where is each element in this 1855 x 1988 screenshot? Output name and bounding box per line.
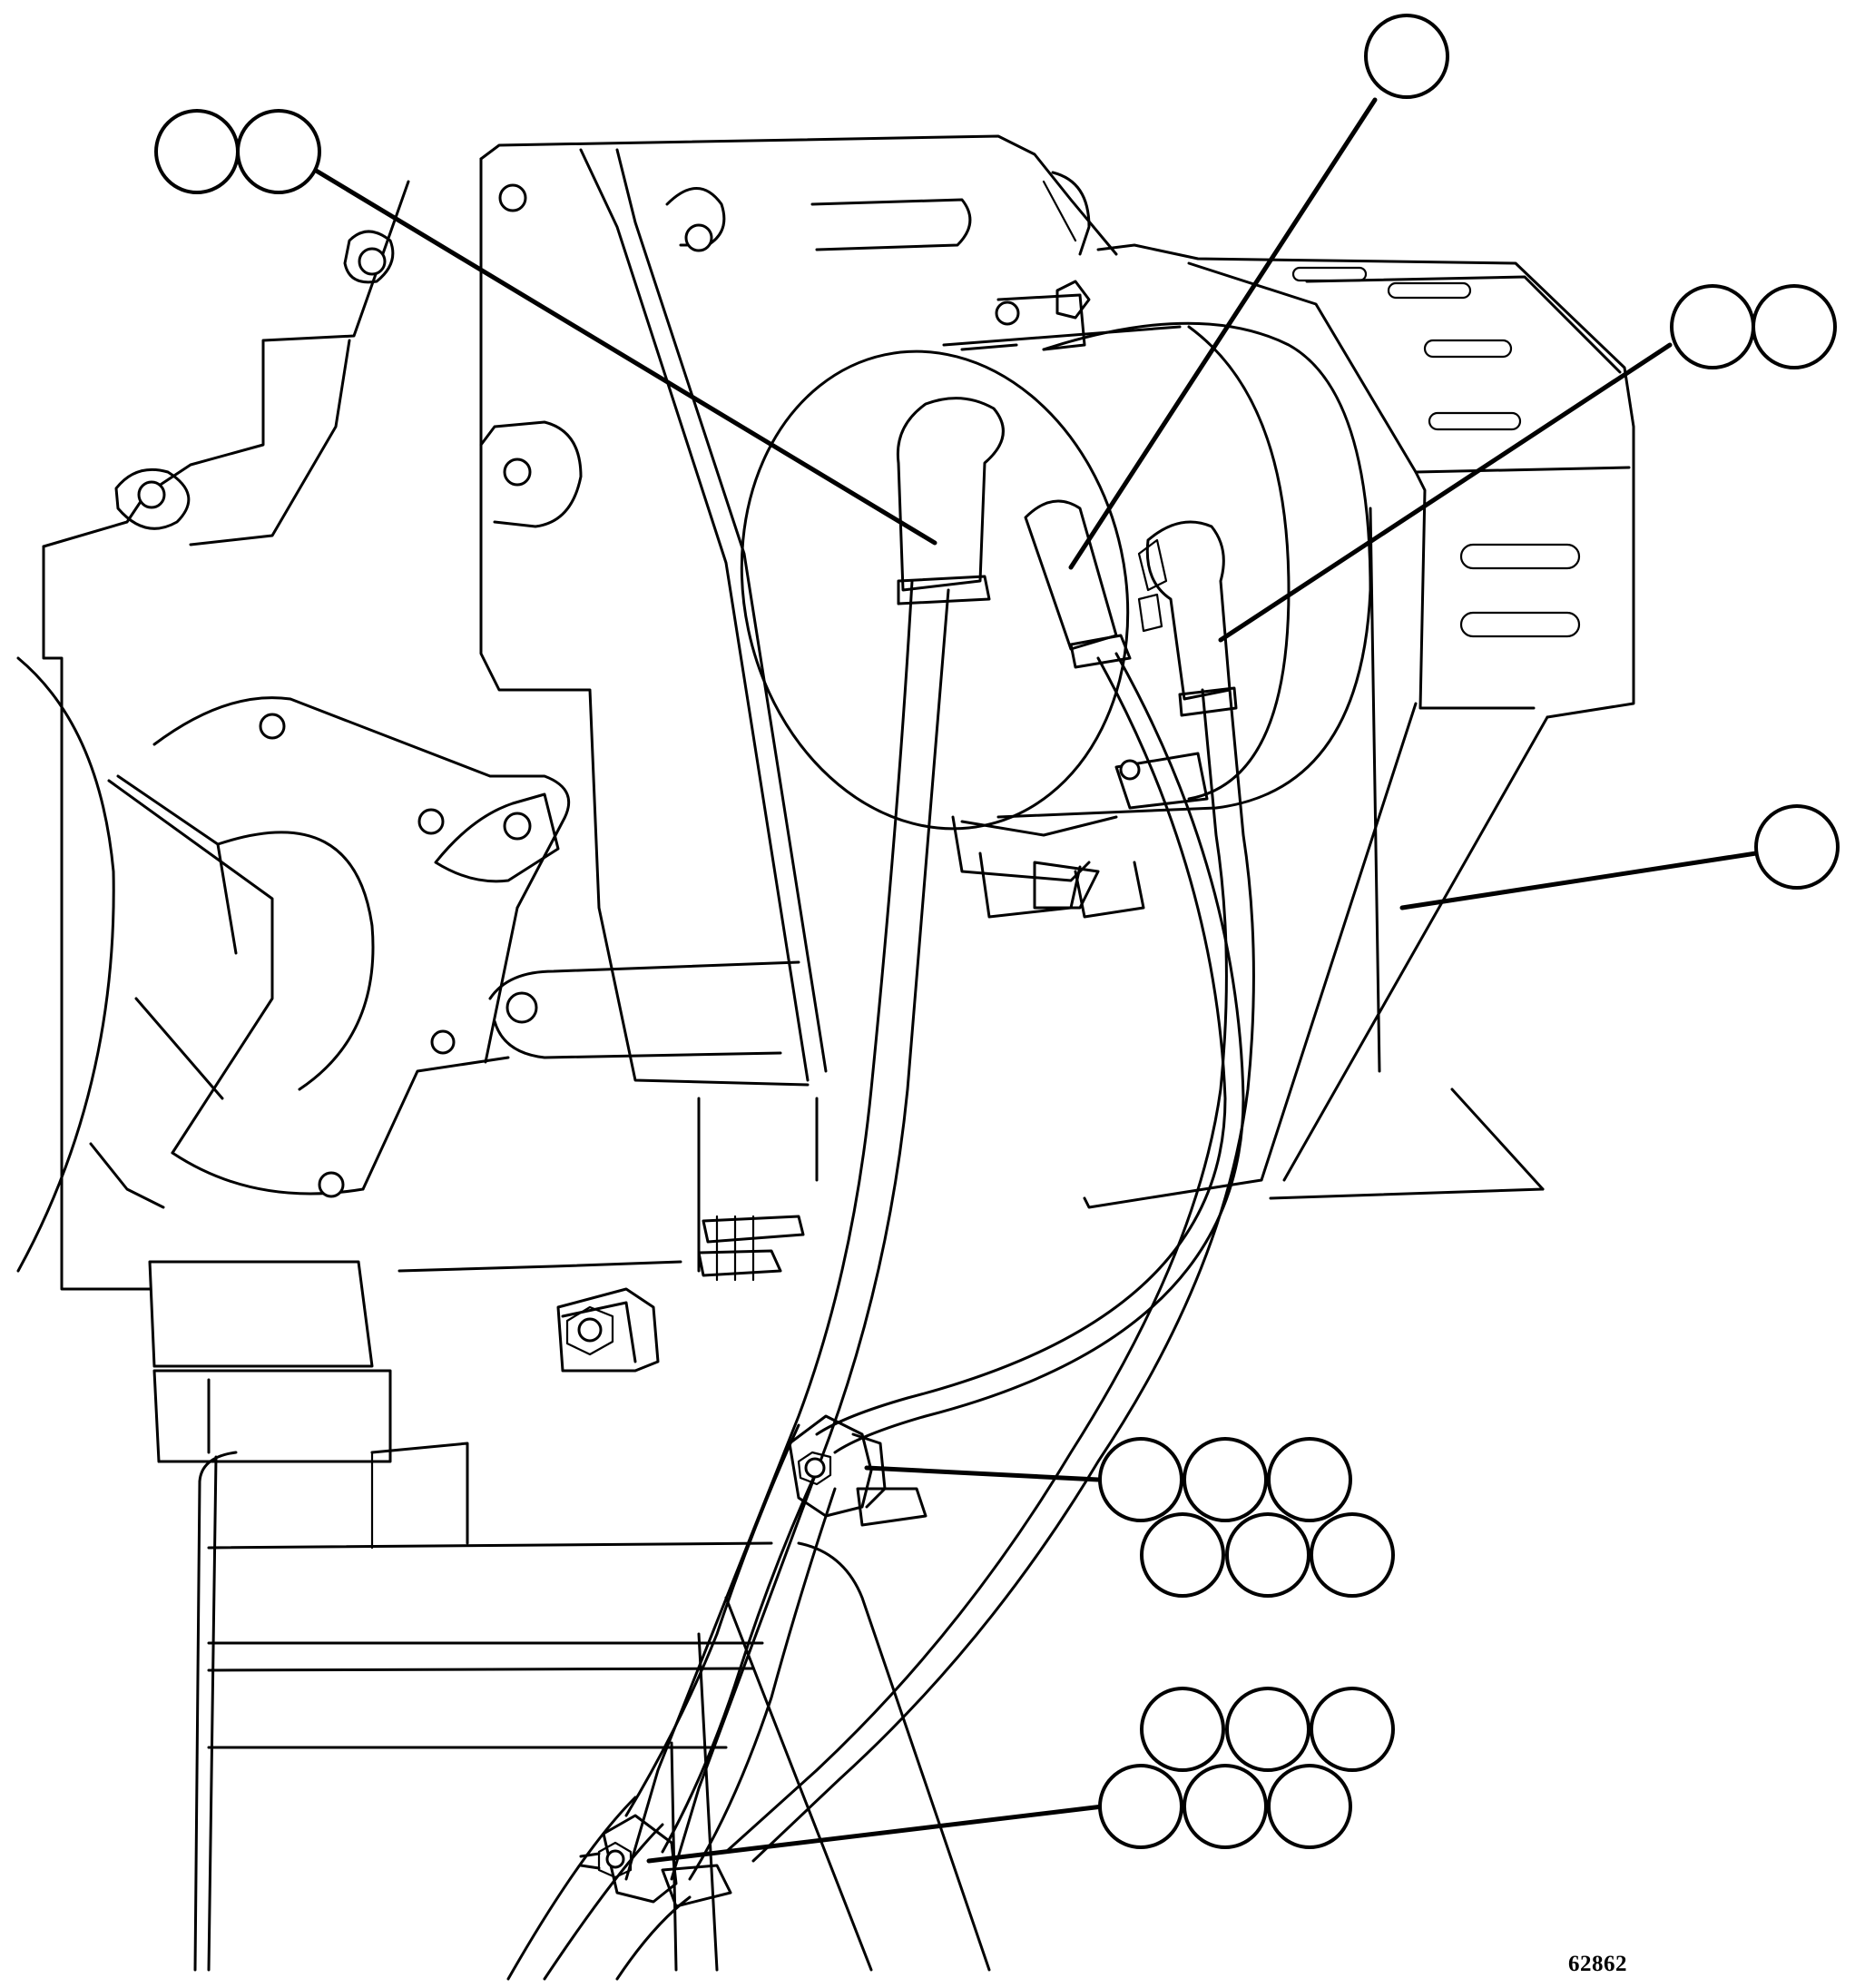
- left-housing: [16, 180, 800, 1291]
- callout-bubble: [1098, 1764, 1183, 1849]
- ignition-coil: [740, 280, 1372, 919]
- callout-bubble: [1098, 1437, 1183, 1522]
- callout-bubble: [1140, 1687, 1225, 1772]
- callout-bubble: [1225, 1512, 1310, 1598]
- callout-bubble: [1310, 1512, 1395, 1598]
- callout-leaders: [301, 97, 1759, 1864]
- callout-bubble: [1364, 14, 1449, 99]
- spark-plug-boots: [896, 397, 1238, 717]
- callout-bubble: [236, 109, 321, 194]
- mounting-plate: [479, 134, 1118, 1087]
- bracket-assembly: [148, 1097, 819, 1545]
- figure-number: 62862: [1568, 1952, 1627, 1976]
- callout-bubbles: [154, 14, 1840, 1849]
- callout-bubble: [1752, 284, 1837, 369]
- callout-bubble: [1754, 804, 1840, 890]
- clamp-lower: [579, 1814, 732, 1908]
- base-frame: [193, 1442, 991, 1972]
- coil-cover: [1083, 243, 1635, 1209]
- callout-bubble: [1225, 1687, 1310, 1772]
- callout-bubble: [1267, 1437, 1352, 1522]
- callout-bubble: [1183, 1764, 1268, 1849]
- callout-bubble: [1310, 1687, 1395, 1772]
- callout-bubble: [1267, 1764, 1352, 1849]
- callout-bubble: [154, 109, 240, 194]
- ignition-leads: [506, 579, 1255, 1981]
- callout-bubble: [1670, 284, 1755, 369]
- callout-bubble: [1140, 1512, 1225, 1598]
- clamp-upper: [788, 1414, 928, 1527]
- callout-bubble: [1183, 1437, 1268, 1522]
